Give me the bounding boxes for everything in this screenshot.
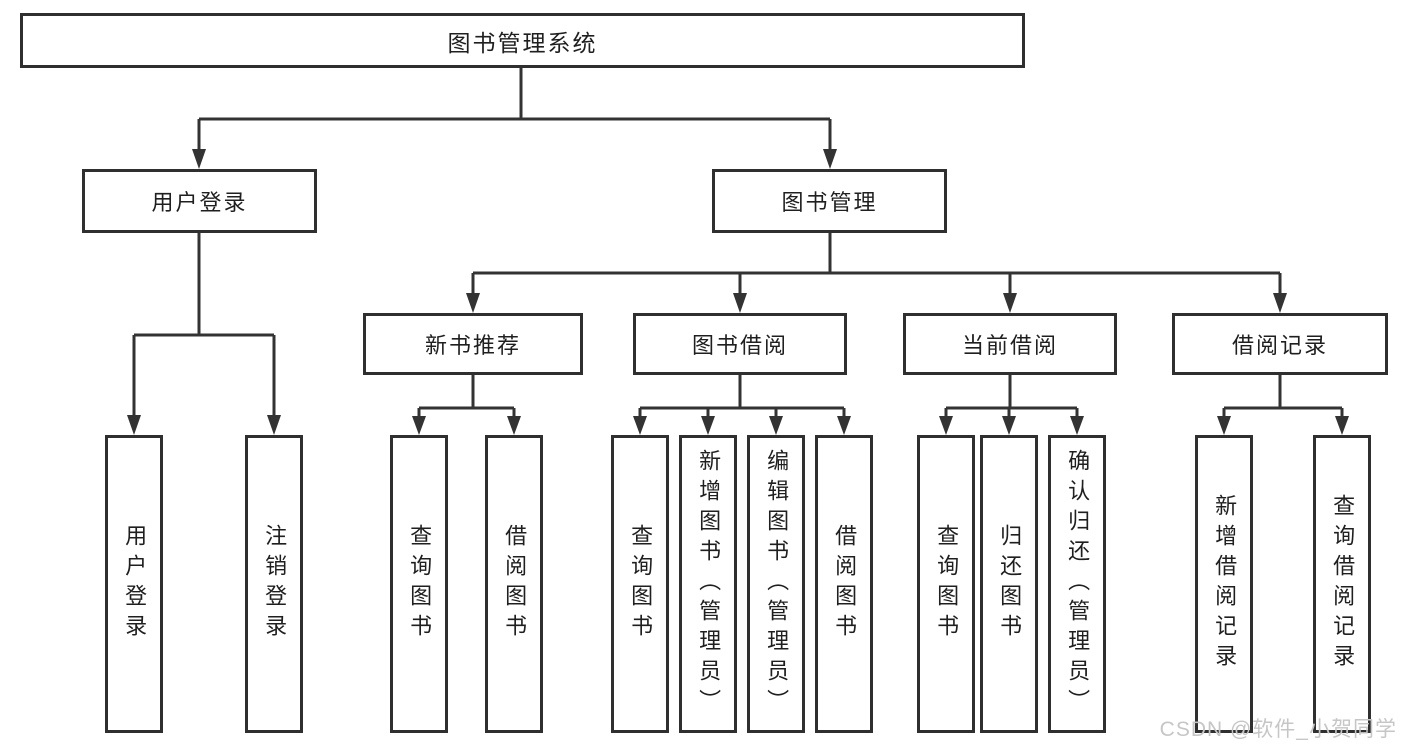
leaf-borrow-add-book-admin: 新增图书（管理员）: [679, 435, 737, 733]
leaf-borrow-book: 借阅图书: [815, 435, 873, 733]
node-new-book-recommend-label: 新书推荐: [424, 333, 521, 358]
leaf-confirm-return-admin-label: 确认归还（管理员）: [1065, 449, 1091, 719]
leaf-borrow-book-label: 借阅图书: [832, 524, 858, 644]
leaf-borrow-edit-book-admin: 编辑图书（管理员）: [747, 435, 805, 733]
leaf-add-borrow-record-label: 新增借阅记录: [1212, 494, 1238, 674]
leaf-query-borrow-record-label: 查询借阅记录: [1330, 494, 1356, 674]
leaf-user-login-label: 用户登录: [122, 524, 148, 644]
leaf-newbooks-borrow-label: 借阅图书: [502, 524, 528, 644]
node-book-borrow: 图书借阅: [633, 313, 847, 375]
leaf-logout-label: 注销登录: [262, 524, 288, 644]
node-library-system: 图书管理系统: [20, 13, 1025, 68]
leaf-query-borrow-record: 查询借阅记录: [1313, 435, 1371, 733]
node-current-borrow-label: 当前借阅: [961, 333, 1058, 358]
node-library-system-label: 图书管理系统: [447, 29, 598, 56]
leaf-borrow-edit-book-admin-label: 编辑图书（管理员）: [764, 449, 790, 719]
leaf-current-query: 查询图书: [917, 435, 975, 733]
leaf-borrow-query-label: 查询图书: [628, 524, 654, 644]
node-book-management: 图书管理: [712, 169, 947, 233]
node-user-login: 用户登录: [82, 169, 317, 233]
leaf-borrow-query: 查询图书: [611, 435, 669, 733]
leaf-logout: 注销登录: [245, 435, 303, 733]
leaf-newbooks-query: 查询图书: [390, 435, 448, 733]
leaf-user-login: 用户登录: [105, 435, 163, 733]
leaf-newbooks-query-label: 查询图书: [407, 524, 433, 644]
leaf-return-book-label: 归还图书: [997, 524, 1023, 644]
node-new-book-recommend: 新书推荐: [363, 313, 583, 375]
leaf-confirm-return-admin: 确认归还（管理员）: [1048, 435, 1106, 733]
leaf-borrow-add-book-admin-label: 新增图书（管理员）: [696, 449, 722, 719]
node-borrow-records-label: 借阅记录: [1231, 333, 1328, 358]
node-borrow-records: 借阅记录: [1172, 313, 1388, 375]
node-current-borrow: 当前借阅: [903, 313, 1117, 375]
leaf-return-book: 归还图书: [980, 435, 1038, 733]
node-user-login-label: 用户登录: [151, 190, 248, 215]
leaf-add-borrow-record: 新增借阅记录: [1195, 435, 1253, 733]
node-book-borrow-label: 图书借阅: [691, 333, 788, 358]
leaf-newbooks-borrow: 借阅图书: [485, 435, 543, 733]
node-book-management-label: 图书管理: [781, 190, 878, 215]
csdn-watermark: CSDN @软件_小贺同学: [1159, 718, 1397, 741]
leaf-current-query-label: 查询图书: [934, 524, 960, 644]
